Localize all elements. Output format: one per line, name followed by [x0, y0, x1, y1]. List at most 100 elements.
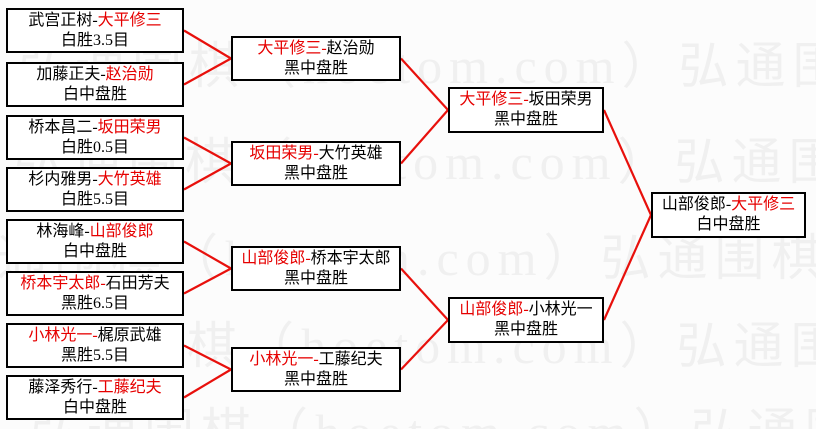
- players-dash: -: [92, 170, 98, 188]
- connector-line: [183, 29, 232, 60]
- player-right: 工藤纪夫: [318, 350, 383, 368]
- players-dash: -: [313, 144, 319, 162]
- players-dash: -: [92, 11, 98, 29]
- match-players: 藤泽秀行-工藤纪夫: [28, 378, 161, 398]
- match-result: 黑中盘胜: [283, 164, 348, 182]
- match-result: 黑胜6.5目: [60, 294, 129, 312]
- match-result: 白中盘胜: [62, 242, 127, 260]
- player-right: 桥本宇太郎: [310, 249, 391, 267]
- player-right: 小林光一: [528, 301, 593, 318]
- match-box-r2-m4: 小林光一-工藤纪夫 黑中盘胜: [231, 347, 401, 392]
- player-right: 赵治勋: [105, 65, 154, 83]
- match-result: 黑中盘胜: [283, 269, 348, 287]
- match-result: 黑胜5.5目: [60, 346, 129, 364]
- connector-line: [602, 214, 653, 321]
- player-left: 山部俊郎: [241, 249, 306, 267]
- connector-line: [400, 109, 449, 165]
- match-box-r2-m2: 坂田荣男-大竹英雄 黑中盘胜: [231, 141, 401, 186]
- players-dash: -: [725, 196, 732, 213]
- match-result: 黑中盘胜: [283, 370, 348, 388]
- match-players: 坂田荣男-大竹英雄: [249, 144, 382, 164]
- player-left: 坂田荣男: [249, 144, 314, 162]
- player-left: 桥本宇太郎: [20, 274, 101, 292]
- connector-line: [183, 136, 232, 165]
- match-players: 山部俊郎-桥本宇太郎: [241, 249, 390, 269]
- player-left: 山部俊郎: [459, 301, 524, 318]
- match-box-r1-m2: 加藤正夫-赵治勋 白中盘胜: [6, 62, 184, 107]
- player-right: 坂田荣男: [97, 118, 162, 136]
- players-dash: -: [305, 249, 311, 267]
- match-result: 白胜5.5目: [60, 190, 129, 208]
- match-players: 武宫正树-大平修三: [28, 11, 161, 31]
- player-right: 坂田荣男: [528, 91, 593, 108]
- match-players: 加藤正夫-赵治勋: [36, 65, 153, 85]
- match-players: 山部俊郎-大平修三: [662, 195, 795, 215]
- match-players: 山部俊郎-小林光一: [459, 300, 592, 320]
- player-left: 小林光一: [249, 350, 314, 368]
- player-left: 杉内雅男: [28, 170, 93, 188]
- match-result: 白胜0.5目: [60, 138, 129, 156]
- match-box-final: 山部俊郎-大平修三 白中盘胜: [651, 192, 806, 238]
- connector-line: [183, 344, 232, 371]
- player-right: 石田芳夫: [105, 274, 170, 292]
- match-box-r1-m1: 武宫正树-大平修三 白胜3.5目: [6, 8, 184, 53]
- match-players: 大平修三-坂田荣男: [459, 90, 592, 110]
- match-players: 大平修三-赵治勋: [257, 39, 374, 59]
- connector-line: [183, 162, 232, 191]
- players-dash: -: [92, 378, 98, 396]
- players-dash: -: [100, 65, 106, 83]
- match-box-sf-m2: 山部俊郎-小林光一 黑中盘胜: [448, 297, 604, 343]
- player-right: 大平修三: [731, 196, 796, 213]
- players-dash: -: [523, 91, 529, 108]
- connector-line: [400, 319, 449, 371]
- player-left: 林海峰: [36, 222, 85, 240]
- match-box-r1-m4: 杉内雅男-大竹英雄 白胜5.5目: [6, 167, 184, 212]
- connector-line: [400, 57, 449, 111]
- connector-line: [183, 267, 232, 295]
- player-left: 武宫正树: [28, 11, 93, 29]
- player-right: 大平修三: [97, 11, 162, 29]
- match-result: 白中盘胜: [696, 216, 761, 233]
- player-left: 藤泽秀行: [28, 378, 93, 396]
- connector-line: [602, 109, 653, 216]
- match-box-r2-m3: 山部俊郎-桥本宇太郎 黑中盘胜: [231, 246, 401, 291]
- players-dash: -: [523, 301, 529, 318]
- match-box-r1-m3: 桥本昌二-坂田荣男 白胜0.5目: [6, 115, 184, 160]
- player-right: 山部俊郎: [89, 222, 154, 240]
- player-left: 加藤正夫: [36, 65, 101, 83]
- player-left: 山部俊郎: [661, 196, 726, 213]
- match-players: 桥本昌二-坂田荣男: [28, 118, 161, 138]
- players-dash: -: [100, 274, 106, 292]
- connector-line: [183, 240, 232, 270]
- player-right: 梶原武雄: [97, 326, 162, 344]
- match-box-r1-m8: 藤泽秀行-工藤纪夫 白中盘胜: [6, 375, 184, 420]
- match-result: 黑中盘胜: [493, 111, 558, 128]
- players-dash: -: [313, 350, 319, 368]
- match-players: 桥本宇太郎-石田芳夫: [20, 274, 169, 294]
- player-right: 工藤纪夫: [97, 378, 162, 396]
- connector-line: [400, 267, 449, 321]
- match-players: 杉内雅男-大竹英雄: [28, 170, 161, 190]
- match-result: 白胜3.5目: [60, 31, 129, 49]
- match-box-r2-m1: 大平修三-赵治勋 黑中盘胜: [231, 36, 401, 81]
- players-dash: -: [92, 326, 98, 344]
- connector-line: [183, 57, 232, 86]
- match-players: 小林光一-工藤纪夫: [249, 350, 382, 370]
- connector-line: [183, 368, 232, 399]
- players-dash: -: [321, 39, 327, 57]
- player-right: 赵治勋: [326, 39, 375, 57]
- players-dash: -: [84, 222, 90, 240]
- match-result: 白中盘胜: [62, 85, 127, 103]
- players-dash: -: [92, 118, 98, 136]
- match-box-r1-m7: 小林光一-梶原武雄 黑胜5.5目: [6, 323, 184, 368]
- match-box-r1-m5: 林海峰-山部俊郎 白中盘胜: [6, 219, 184, 264]
- match-result: 黑中盘胜: [283, 59, 348, 77]
- player-left: 桥本昌二: [28, 118, 93, 136]
- match-result: 黑中盘胜: [493, 321, 558, 338]
- match-box-r1-m6: 桥本宇太郎-石田芳夫 黑胜6.5目: [6, 271, 184, 316]
- player-right: 大竹英雄: [318, 144, 383, 162]
- player-left: 大平修三: [257, 39, 322, 57]
- match-result: 白中盘胜: [62, 398, 127, 416]
